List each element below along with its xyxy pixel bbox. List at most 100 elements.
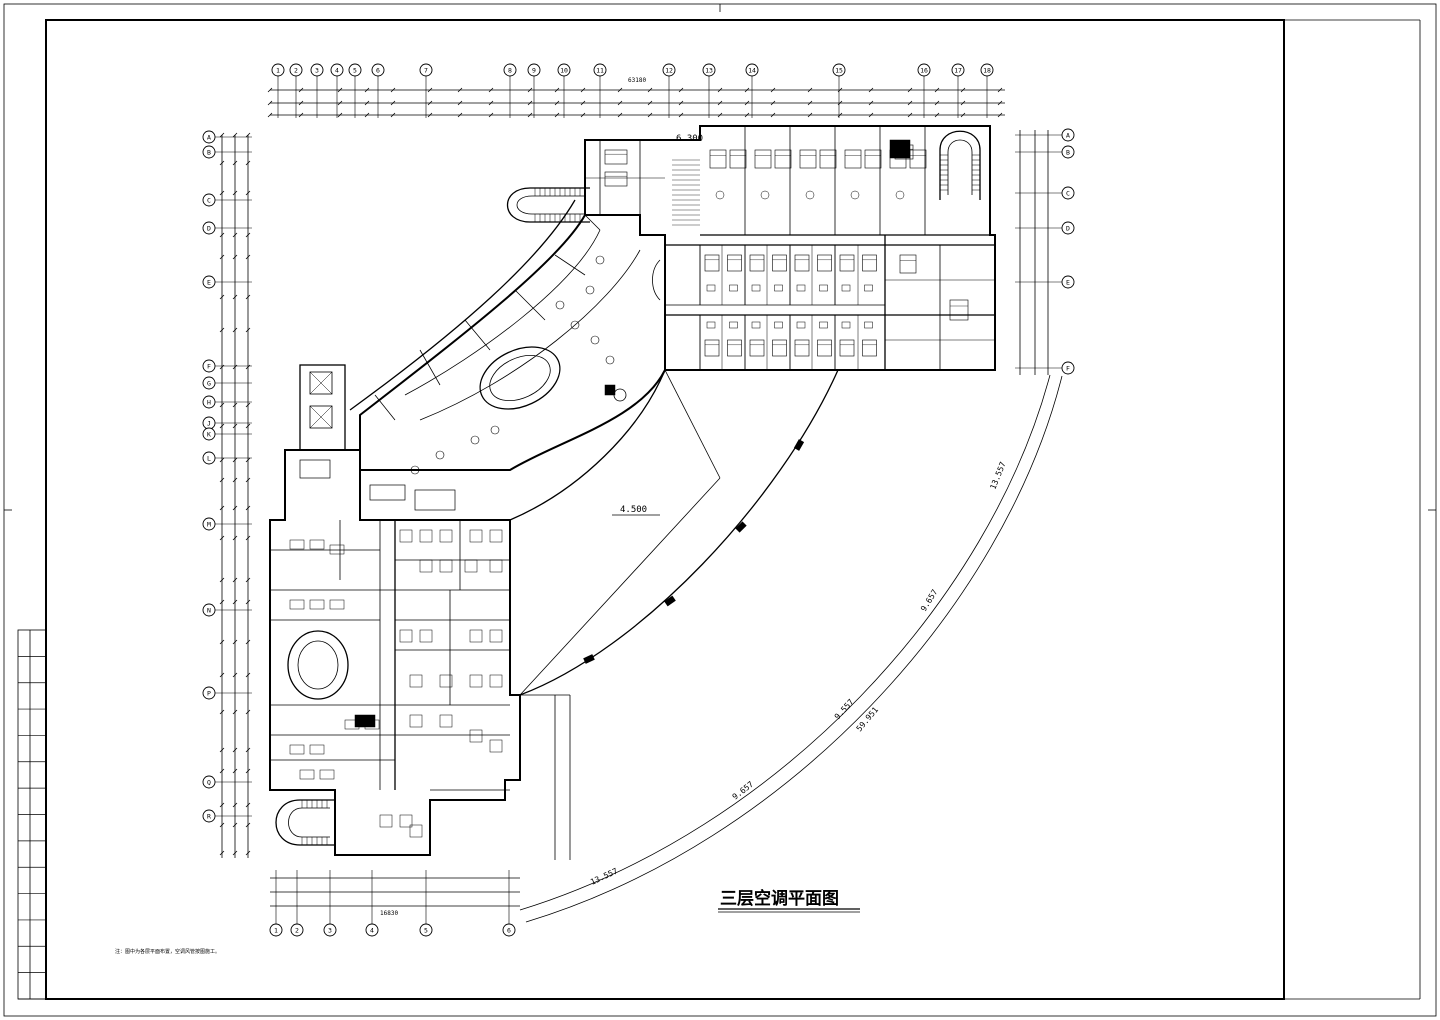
axis-bubble-left: H [202, 395, 216, 409]
axis-label: C [1066, 190, 1070, 198]
axis-bubble-left: B [202, 145, 216, 159]
axis-label: E [1066, 279, 1070, 287]
axis-label: J [207, 420, 211, 428]
axis-label: C [207, 197, 211, 205]
axis-label: 1 [276, 67, 280, 75]
furniture-symbols [289, 139, 969, 838]
axis-bubbles-left: AB C D E F G H JK L M N P Q R [202, 130, 252, 823]
axis-bubble-top: 15 [832, 63, 846, 77]
arc-dim-1: 13.557 [589, 866, 619, 886]
axis-bubble-top: 3 [310, 63, 324, 77]
arc-dim-3: 9.557 [833, 697, 856, 721]
axis-bubble-left: Q [202, 775, 216, 789]
axis-label: F [207, 363, 211, 371]
axis-label: D [1066, 225, 1070, 233]
axis-label: H [207, 399, 211, 407]
building-outline [269, 125, 996, 856]
axis-bubbles-right: A B C D E F [1015, 128, 1075, 375]
axis-bubble-top: 18 [980, 63, 994, 77]
title-block [17, 629, 47, 1000]
axis-label: 12 [665, 67, 673, 75]
axis-bubble-top: 5 [348, 63, 362, 77]
axis-bubble-left: P [202, 686, 216, 700]
axis-bubble-bottom: 6 [502, 923, 516, 937]
arc-dim-4: 9.657 [919, 588, 939, 613]
axis-bubble-left: K [202, 427, 216, 441]
axis-bubble-top: 4 [330, 63, 344, 77]
axis-bubble-top: 6 [371, 63, 385, 77]
axis-bubble-top: 13 [702, 63, 716, 77]
axis-label: 3 [328, 927, 332, 935]
axis-label: 7 [424, 67, 428, 75]
axis-label: 16 [920, 67, 928, 75]
axis-bubble-top: 2 [289, 63, 303, 77]
axis-bubble-bottom: 1 [269, 923, 283, 937]
axis-label: 4 [335, 67, 339, 75]
axis-bubble-right: D [1061, 221, 1075, 235]
axis-bubble-top: 14 [745, 63, 759, 77]
bottom-total-dimension: 16830 [380, 910, 398, 917]
axis-label: R [207, 813, 211, 821]
drawing-labels: 4.500 6.300 13.557 9.657 9.557 9.657 13.… [115, 77, 1008, 955]
axis-bubble-left: J [202, 416, 216, 430]
axis-bubble-top: 8 [503, 63, 517, 77]
axis-label: P [207, 690, 211, 698]
axis-bubbles-bottom: 1 2 3 4 5 6 [269, 870, 516, 937]
axis-label: N [207, 607, 211, 615]
axis-label: 10 [560, 67, 568, 75]
axis-bubble-top: 12 [662, 63, 676, 77]
axis-bubble-right: A [1061, 128, 1075, 142]
axis-bubble-left: N [202, 603, 216, 617]
drawing-title: 三层空调平面图 [720, 888, 839, 909]
axis-label: 2 [294, 67, 298, 75]
axis-bubble-top: 16 [917, 63, 931, 77]
axis-label: K [207, 431, 211, 439]
axis-bubble-left: M [202, 517, 216, 531]
room-partitions [270, 126, 995, 791]
axis-label: A [207, 134, 211, 142]
axis-label: F [1066, 365, 1070, 373]
axis-bubble-bottom: 5 [419, 923, 433, 937]
axis-label: 3 [315, 67, 319, 75]
axis-bubble-left: L [202, 451, 216, 465]
axis-bubble-left: C [202, 193, 216, 207]
axis-label: 4 [370, 927, 374, 935]
axis-label: M [207, 521, 211, 529]
axis-bubble-right: C [1061, 186, 1075, 200]
axis-bubble-bottom: 2 [290, 923, 304, 937]
axis-label: G [207, 380, 211, 388]
arc-dim-5: 13.557 [989, 460, 1008, 490]
axis-label: 14 [748, 67, 756, 75]
sheet-frame [3, 3, 1437, 1017]
axis-label: 18 [983, 67, 991, 75]
axis-bubble-left: F [202, 359, 216, 373]
axis-bubble-top: 1 [271, 63, 285, 77]
axis-label: 13 [705, 67, 713, 75]
axis-label: 6 [376, 67, 380, 75]
axis-bubble-top: 10 [557, 63, 571, 77]
axis-label: 11 [596, 67, 604, 75]
axis-label: A [1066, 132, 1070, 140]
axis-label: L [207, 455, 211, 463]
axis-label: B [1066, 149, 1070, 157]
axis-bubble-bottom: 4 [365, 923, 379, 937]
top-total-dimension: 63180 [628, 77, 646, 84]
axis-bubble-right: F [1061, 361, 1075, 375]
axis-label: D [207, 225, 211, 233]
axis-bubble-left: G [202, 376, 216, 390]
axis-bubble-left: E [202, 275, 216, 289]
axis-label: E [207, 279, 211, 287]
curtain-wall-arcs [519, 369, 1063, 923]
axis-label: 1 [274, 927, 278, 935]
axis-bubble-right: B [1061, 145, 1075, 159]
axis-bubble-top: 17 [951, 63, 965, 77]
axis-bubble-right: E [1061, 275, 1075, 289]
axis-bubble-left: D [202, 221, 216, 235]
elevation-mark-2: 6.300 [676, 134, 703, 144]
axis-label: Q [207, 779, 211, 787]
axis-label: 5 [353, 67, 357, 75]
axis-label: 15 [835, 67, 843, 75]
axis-label: 17 [954, 67, 962, 75]
axis-bubble-top: 9 [527, 63, 541, 77]
